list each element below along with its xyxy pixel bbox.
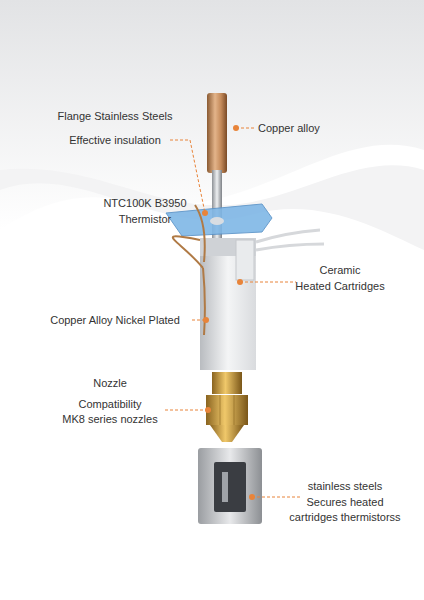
callout-label: Copper alloy [258, 122, 320, 135]
callout-label: cartridges thermistorss [289, 511, 400, 524]
callout-label: Heated Cartridges [295, 280, 384, 293]
callout-label: stainless steels [308, 480, 383, 493]
callout-label: Nozzle [93, 377, 127, 390]
callout-label: Effective insulation [69, 134, 161, 147]
callout-label: Compatibility [79, 398, 142, 411]
callout-label: Thermistor [119, 213, 172, 226]
callout-label: NTC100K B3950 [103, 197, 186, 210]
callout-label: Secures heated [306, 496, 383, 509]
callout-label: MK8 series nozzles [62, 413, 157, 426]
callout-label: Copper Alloy Nickel Plated [50, 314, 180, 327]
callout-label: Flange Stainless Steels [58, 110, 173, 123]
callout-label: Ceramic [320, 264, 361, 277]
